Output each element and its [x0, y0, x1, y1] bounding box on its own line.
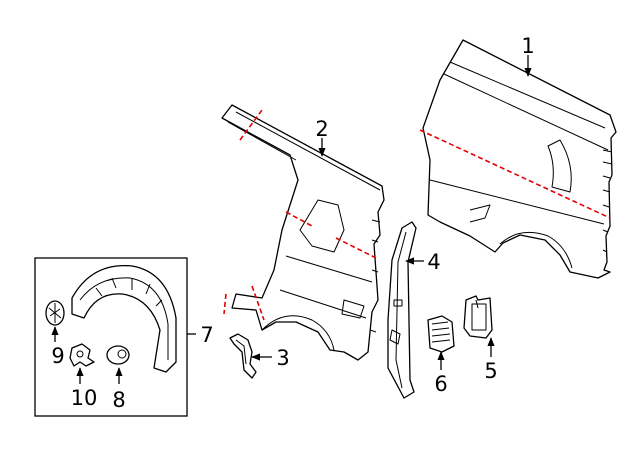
- cut-line: [239, 109, 263, 141]
- callout-6: 6: [434, 372, 447, 396]
- cut-line: [419, 129, 611, 219]
- part-2-inner-side-panel[interactable]: [221, 104, 385, 361]
- callout-8: 8: [112, 388, 125, 412]
- callout-4: 4: [427, 250, 440, 274]
- part-1-outer-side-panel[interactable]: [422, 39, 617, 279]
- callout-2: 2: [315, 117, 328, 141]
- wheelhouse-liner[interactable]: [71, 264, 177, 373]
- callout-7: 7: [200, 323, 213, 347]
- callout-10: 10: [71, 386, 98, 410]
- part-4-pillar[interactable]: [387, 221, 417, 399]
- cut-line: [251, 285, 265, 321]
- part-6-vent-grille[interactable]: [427, 315, 455, 353]
- cut-line: [285, 211, 313, 227]
- part-8-push-pin[interactable]: [106, 345, 130, 365]
- part-10-clip[interactable]: [69, 343, 95, 367]
- callout-9: 9: [51, 344, 64, 368]
- cut-line: [223, 293, 227, 315]
- leader-lines: [51, 55, 532, 384]
- part-5-bracket[interactable]: [463, 295, 493, 339]
- callout-5: 5: [484, 359, 497, 383]
- callout-1: 1: [521, 34, 534, 58]
- part-9-grommet[interactable]: [45, 300, 65, 326]
- inset-box: [34, 257, 188, 417]
- cut-lines: [223, 109, 611, 321]
- part-3-bracket[interactable]: [229, 333, 257, 379]
- callout-3: 3: [276, 346, 289, 370]
- callout-labels: 1 2 3 4 5 6 7 8 9 10: [51, 34, 534, 412]
